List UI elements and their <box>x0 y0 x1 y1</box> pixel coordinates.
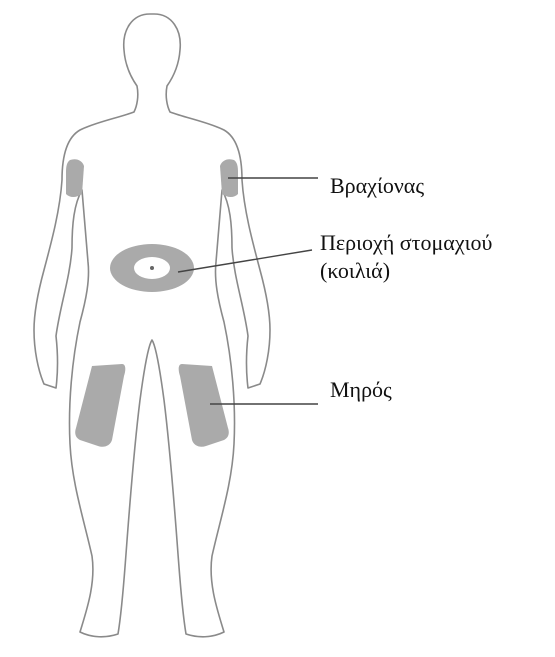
body-outline <box>34 14 270 637</box>
abdomen-leader-line <box>178 250 312 272</box>
arm-label: Βραχίονας <box>330 172 424 200</box>
right-thigh-zone <box>179 364 229 447</box>
left-arm-zone <box>66 159 84 197</box>
left-thigh-zone <box>75 364 125 447</box>
thigh-label: Μηρός <box>330 376 392 404</box>
abdomen-label-line2: (κοιλιά) <box>320 257 390 285</box>
abdomen-label-line1: Περιοχή στομαχιού <box>320 229 492 257</box>
navel-dot <box>150 266 154 270</box>
